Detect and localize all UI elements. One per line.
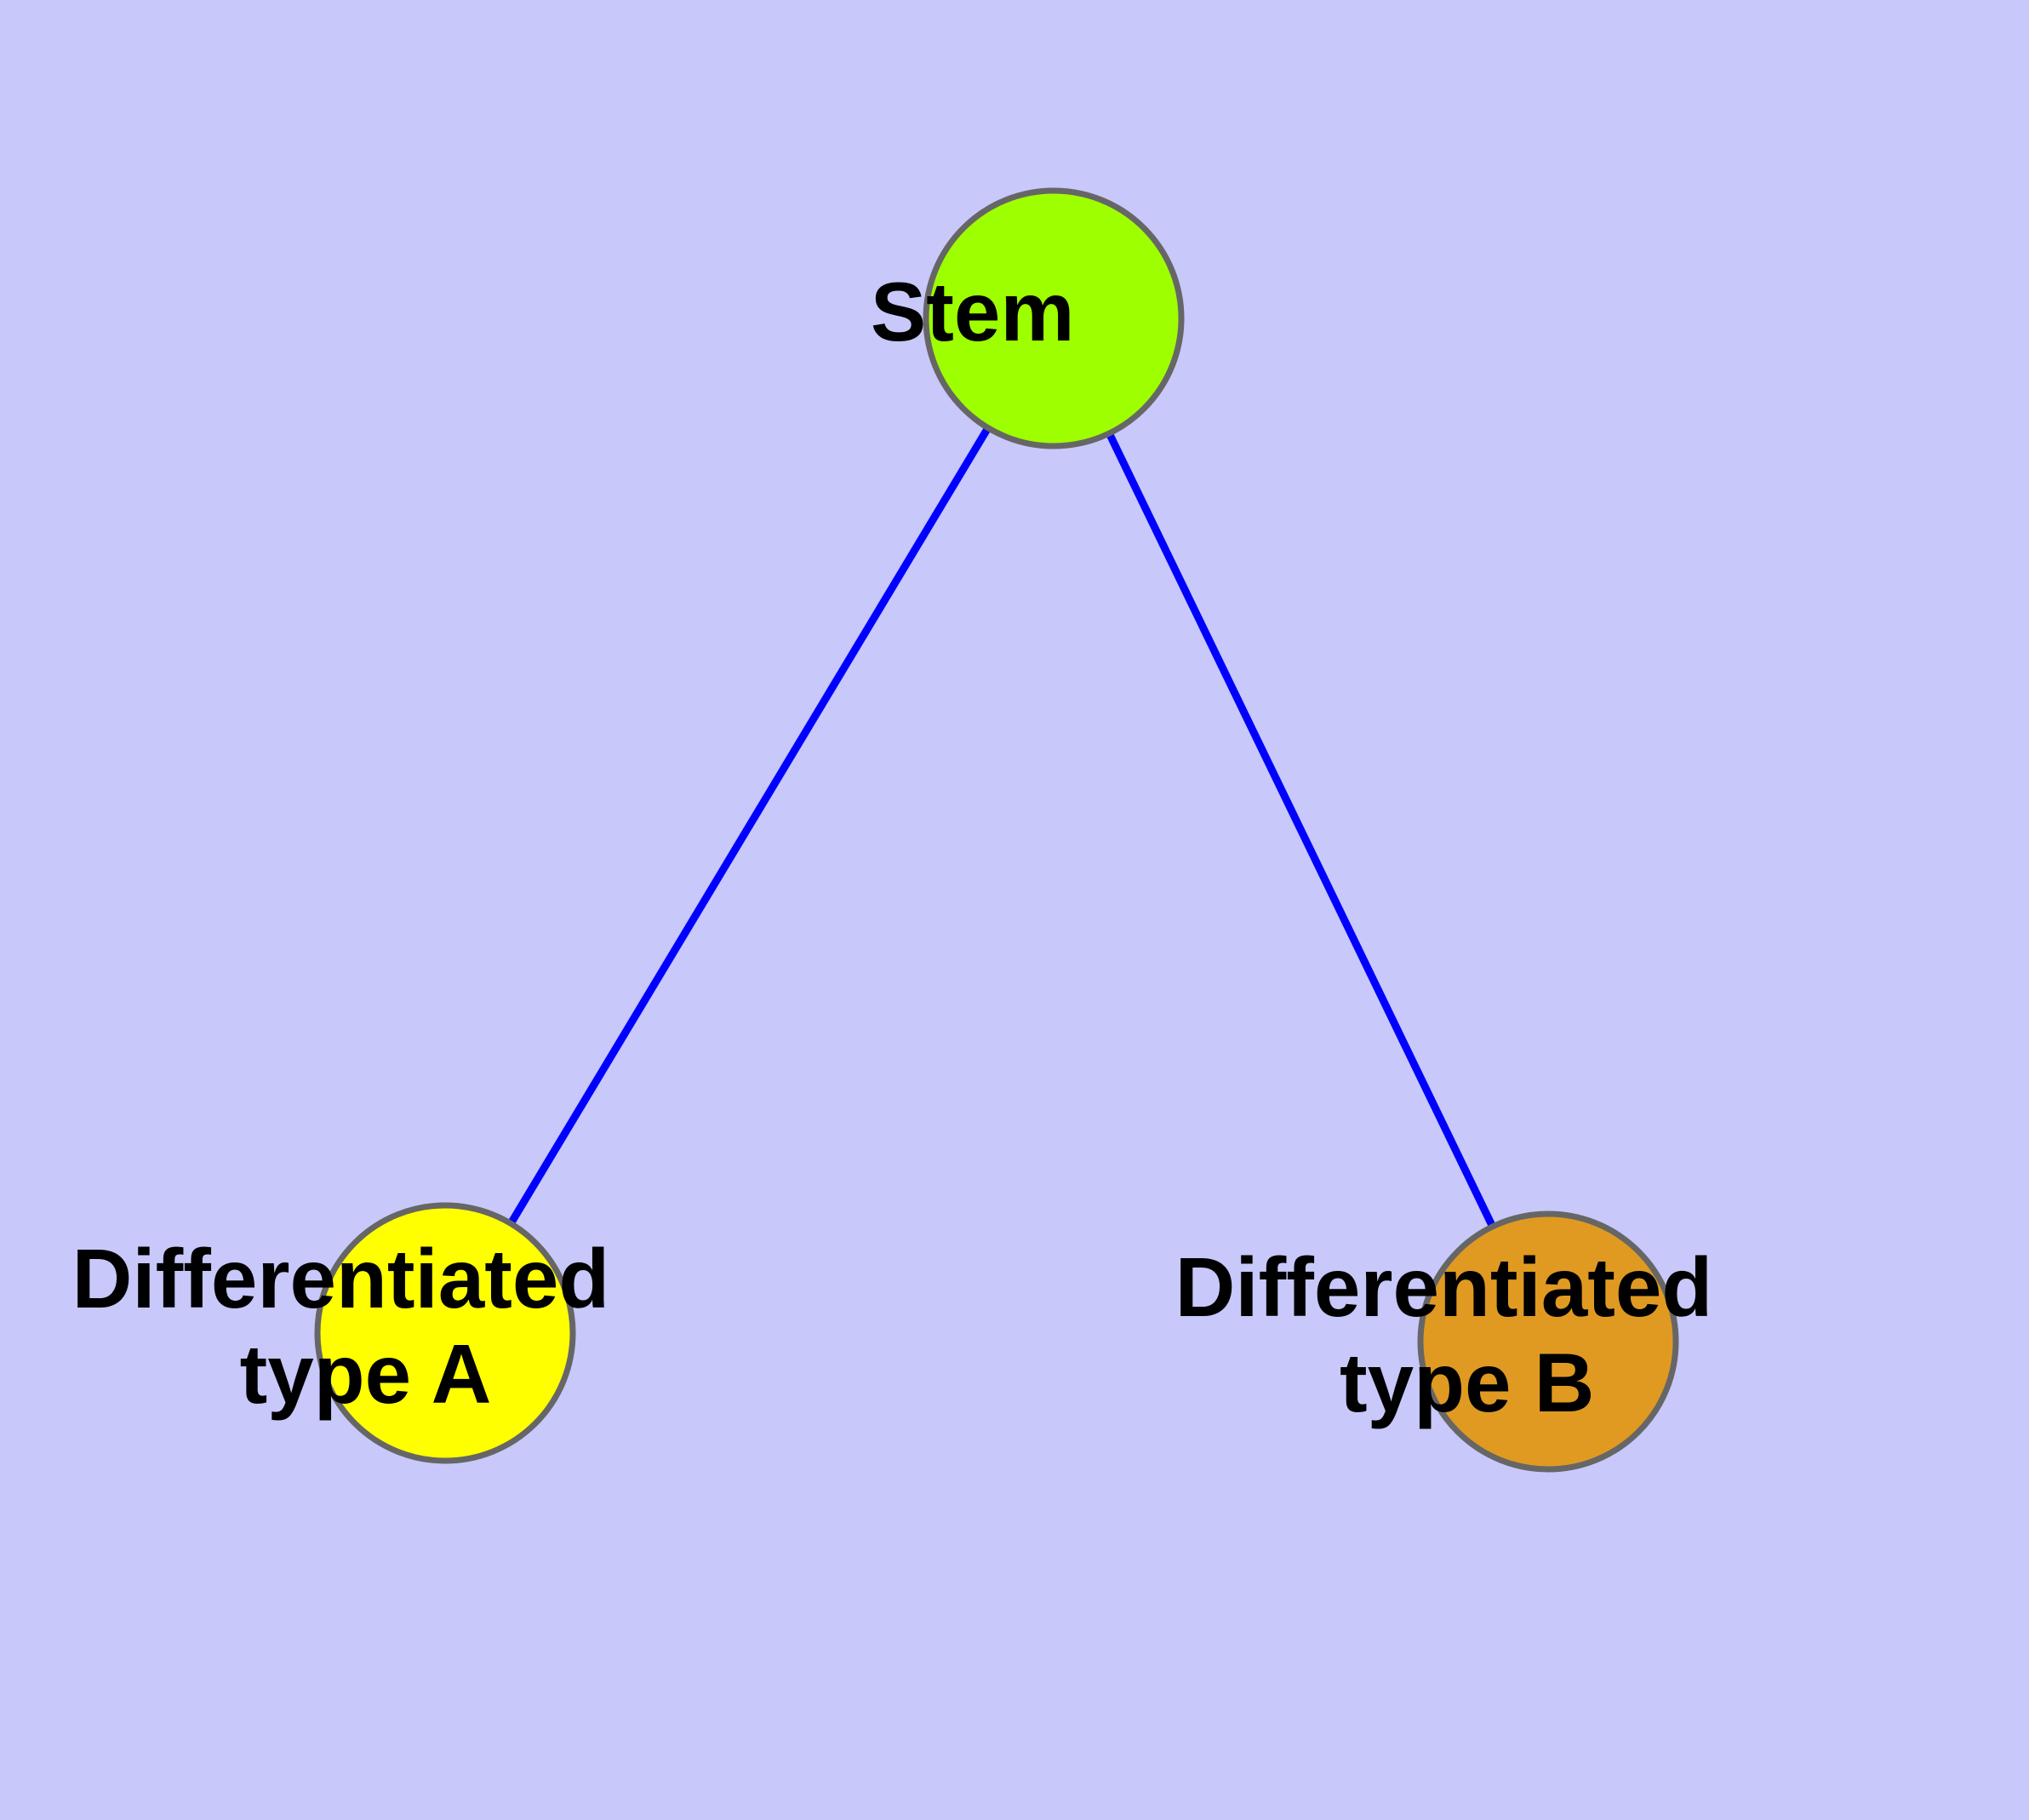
node-diff-a-label: Differentiated type A [0, 0, 818, 1421]
node-diff-b[interactable] [1417, 1210, 1679, 1473]
node-diff-b-circle[interactable] [1417, 1210, 1679, 1473]
edge-stem-to-diff-a[interactable] [442, 316, 1057, 1336]
edge-layer [442, 316, 1552, 1343]
node-diff-a-circle[interactable] [314, 1202, 576, 1464]
node-stem-label: Stem [0, 0, 1237, 358]
node-diff-a[interactable] [314, 1202, 576, 1464]
node-diff-b-label-line-1: Differentiated [1175, 1240, 1713, 1334]
label-layer: Differentiated type A Differentiated typ… [0, 0, 1713, 1429]
node-diff-b-label: Differentiated type B [1175, 1240, 1713, 1429]
edge-stem-to-diff-b[interactable] [1049, 317, 1552, 1343]
node-stem-label-line-1: Stem [871, 265, 1075, 358]
node-diff-a-label-line-2: type A [240, 1327, 490, 1421]
node-diff-a-label-line-1: Differentiated [72, 1232, 610, 1325]
node-layer [314, 187, 1679, 1473]
node-diff-b-label-line-2: type B [1340, 1336, 1595, 1429]
node-stem[interactable] [923, 187, 1185, 449]
node-stem-circle[interactable] [923, 187, 1185, 449]
